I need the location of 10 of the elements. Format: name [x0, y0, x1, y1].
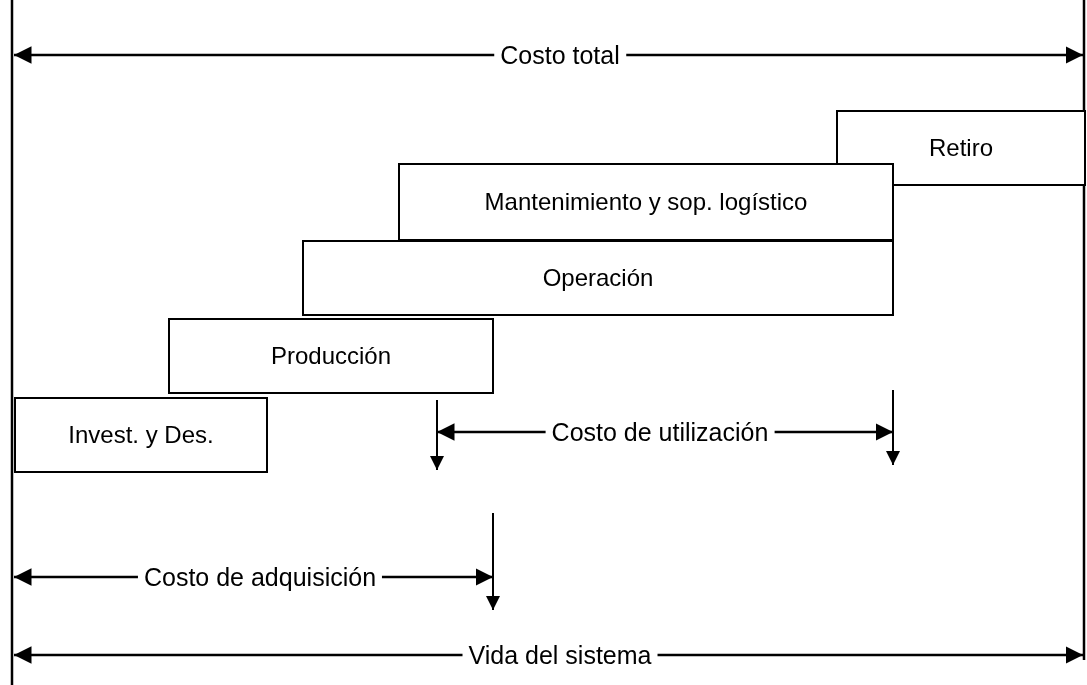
phase-bar [168, 318, 494, 394]
phase-label: Invest. y Des. [68, 421, 214, 449]
phase-bar [836, 110, 1086, 186]
phase-bar [302, 240, 894, 316]
phase-bar [14, 397, 268, 473]
phase-bar [398, 163, 894, 241]
phase-label: Operación [542, 264, 654, 292]
phase-label: Retiro [929, 134, 993, 162]
phase-label: Producción [270, 342, 392, 370]
phase-label: Mantenimiento y sop. logístico [484, 188, 808, 216]
